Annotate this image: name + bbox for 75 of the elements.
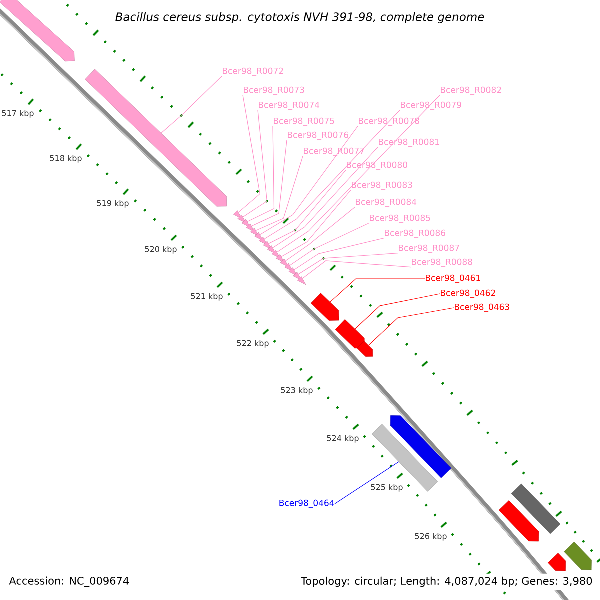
gene-label: Bcer98_0461 — [426, 274, 480, 284]
gene-feature — [0, 0, 75, 62]
title: Bacillus cereus subsp. cytotoxis NVH 391-98, complete genome — [113, 10, 487, 26]
gene-feature — [357, 341, 374, 357]
leader-line — [251, 140, 288, 227]
gene-label: Bcer98_R0075 — [274, 118, 334, 126]
gene-label: Bcer98_0462 — [441, 290, 496, 298]
gene-feature — [511, 484, 561, 534]
leader-line — [238, 95, 260, 213]
gene-feature — [548, 553, 566, 572]
scale-label: 526 kbp — [415, 533, 447, 541]
gene-feature — [259, 236, 268, 246]
leader-line — [268, 170, 346, 244]
leader-line — [247, 126, 275, 222]
scale-label: 520 kbp — [145, 246, 177, 254]
leader-line — [264, 110, 400, 240]
leader-line — [294, 238, 384, 270]
gene-feature — [297, 276, 306, 285]
leader-line — [298, 253, 398, 275]
gene-label: Bcer98_R0087 — [399, 244, 460, 254]
leader-line — [260, 126, 358, 236]
leader-line — [161, 76, 222, 134]
gene-feature — [280, 258, 290, 268]
leader-line — [368, 308, 454, 346]
scale-label: 522 kbp — [237, 340, 269, 348]
gene-label: Bcer98_R0088 — [412, 258, 472, 268]
scale-label: 521 kbp — [191, 293, 223, 301]
gene-feature — [242, 219, 251, 228]
gene-label: Bcer98_R0083 — [352, 182, 412, 190]
leader-line — [334, 462, 400, 504]
gene-label: Bcer98_R0073 — [244, 86, 304, 96]
gene-feature — [293, 272, 302, 281]
scale-label: 524 kbp — [327, 435, 359, 443]
gene-label: Bcer98_R0082 — [441, 86, 502, 96]
accession-text: Accession: NC_009674 — [7, 574, 132, 590]
gene-feature — [238, 214, 246, 224]
gene-label: Bcer98_R0085 — [370, 214, 430, 224]
gene-label: Bcer98_R0076 — [288, 132, 348, 140]
scale-label: 519 kbp — [97, 200, 129, 208]
leader-line — [272, 147, 378, 248]
scale-label: 523 kbp — [281, 387, 313, 395]
gene-feature — [268, 246, 276, 254]
leader-line — [256, 156, 304, 232]
gene-feature — [311, 293, 340, 321]
gene-feature — [284, 263, 294, 272]
leader-line — [285, 207, 356, 262]
leader-line — [276, 95, 440, 253]
leader-line — [242, 110, 268, 218]
gene-feature — [288, 268, 298, 276]
gene-feature — [372, 424, 438, 492]
gene-feature — [335, 319, 365, 349]
gene-feature — [250, 228, 260, 237]
scale-label: 517 kbp — [2, 110, 34, 118]
gene-label: Bcer98_R0072 — [223, 68, 284, 76]
gene-feature — [564, 542, 592, 570]
gene-feature — [246, 224, 255, 232]
leader-line — [281, 190, 352, 258]
gene-label: Bcer98_0464 — [280, 500, 334, 508]
gene-feature — [254, 232, 264, 241]
leader-line — [330, 278, 426, 302]
scale-label: 525 kbp — [371, 484, 403, 492]
gene-label: Bcer98_R0074 — [259, 102, 320, 110]
genome-info-text: Topology: circular; Length: 4,087,024 bp; Genes: 3,980 — [298, 574, 596, 590]
leader-line — [290, 223, 370, 266]
gene-label: Bcer98_0463 — [455, 304, 510, 312]
leader-line — [302, 260, 412, 279]
gene-feature — [498, 500, 540, 542]
gene-feature — [272, 250, 281, 259]
gene-feature — [263, 241, 272, 250]
leader-line — [354, 294, 440, 330]
gene-label: Bcer98_R0086 — [385, 230, 446, 238]
gene-feature — [390, 416, 452, 478]
gene-feature — [233, 210, 242, 219]
gene-feature — [276, 254, 285, 263]
gene-label: Bcer98_R0084 — [356, 198, 417, 208]
